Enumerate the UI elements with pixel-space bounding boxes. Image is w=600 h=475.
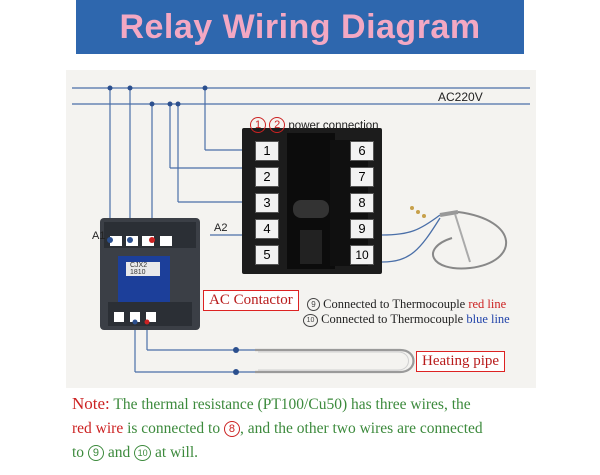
terminal-10: 10 xyxy=(350,245,374,265)
note-red-wire: red wire xyxy=(72,420,124,437)
terminal-8: 8 xyxy=(350,193,374,213)
note-part2: is connected to xyxy=(127,420,221,437)
heating-pipe-label: Heating pipe xyxy=(416,351,506,372)
terminal-1: 1 xyxy=(255,141,279,161)
a2-label: A2 xyxy=(214,222,228,234)
page-title: Relay Wiring Diagram xyxy=(119,7,481,46)
terminal-2: 2 xyxy=(255,167,279,187)
tc-red-line: red line xyxy=(468,297,507,311)
thermocouple-probe xyxy=(381,206,508,270)
tc-num-9: 9 xyxy=(307,298,320,311)
ac-contactor-device xyxy=(100,218,200,330)
note-part1: The thermal resistance (PT100/Cu50) has … xyxy=(113,396,471,413)
thermocouple-line-10: 10 Connected to Thermocouple blue line xyxy=(303,312,510,327)
terminal-5: 5 xyxy=(255,245,279,265)
thermocouple-line-9: 9 Connected to Thermocouple red line xyxy=(307,297,506,312)
power-text: power connection xyxy=(288,120,379,132)
contactor-model-label: CJX2 1810 xyxy=(130,262,148,276)
supply-label: AC220V xyxy=(438,90,483,104)
note-num-9: 9 xyxy=(87,445,104,461)
note-and: and xyxy=(107,444,131,461)
terminal-3: 3 xyxy=(255,193,279,213)
tc-text-10: Connected to Thermocouple xyxy=(321,312,464,326)
tc-blue-line: blue line xyxy=(466,312,510,326)
terminal-9: 9 xyxy=(350,219,374,239)
heating-pipe xyxy=(255,348,415,374)
note-paragraph: Note: The thermal resistance (PT100/Cu50… xyxy=(72,392,562,465)
supply-lines xyxy=(72,87,530,373)
note-prefix: Note: xyxy=(72,394,110,413)
power-num-1: 1 xyxy=(250,117,266,133)
title-banner: Relay Wiring Diagram xyxy=(76,0,524,54)
ac-contactor-label: AC Contactor xyxy=(203,290,299,311)
terminal-7: 7 xyxy=(350,167,374,187)
terminal-6: 6 xyxy=(350,141,374,161)
note-part4: to xyxy=(72,444,85,461)
note-part3: , and the other two wires are connected xyxy=(239,420,483,437)
power-connection-label: 1 2 power connection xyxy=(250,117,379,133)
power-num-2: 2 xyxy=(269,117,286,133)
note-num-10: 10 xyxy=(134,445,152,461)
note-part5: at will. xyxy=(154,444,199,461)
tc-text-9: Connected to Thermocouple xyxy=(323,297,466,311)
a1-label: A1 xyxy=(92,230,106,242)
tc-num-10: 10 xyxy=(303,314,318,327)
note-num-8: 8 xyxy=(223,421,240,437)
terminal-4: 4 xyxy=(255,219,279,239)
